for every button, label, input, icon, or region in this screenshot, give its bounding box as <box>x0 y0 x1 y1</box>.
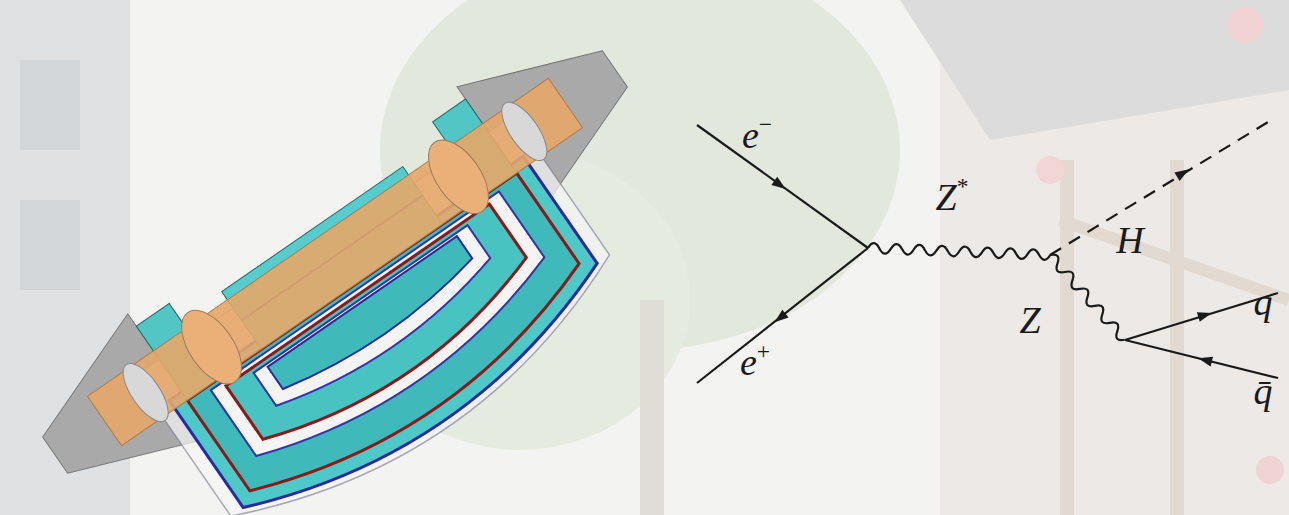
particle-label: e+ <box>740 343 770 381</box>
particle-label: e− <box>742 116 772 154</box>
particle-label: H <box>1116 221 1143 259</box>
particle-label: q <box>1254 283 1273 321</box>
particle-label: q̄ <box>1254 372 1273 410</box>
higgs-line <box>1050 122 1268 255</box>
positron-line <box>697 248 868 383</box>
beam-pipe <box>87 78 582 445</box>
z-boson-line <box>1046 252 1128 343</box>
z-star-propagator <box>868 243 1051 260</box>
electron-line <box>697 125 868 248</box>
particle-label: Z* <box>936 178 969 216</box>
fermion-arrows <box>771 165 1213 366</box>
particle-label: Z <box>1019 301 1040 339</box>
feynman-diagram <box>697 122 1278 383</box>
detector <box>13 7 729 515</box>
